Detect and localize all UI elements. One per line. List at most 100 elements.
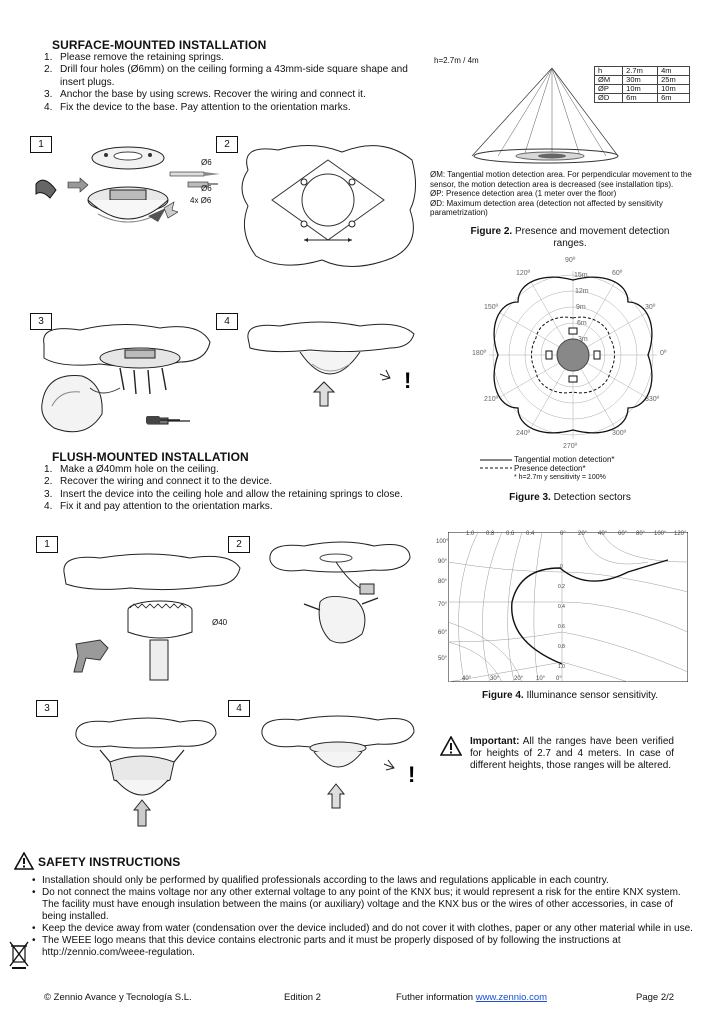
surface-step: 4.Fix the device to the base. Pay attent… bbox=[44, 101, 351, 113]
drill-label-2: Ø6 bbox=[201, 184, 212, 193]
flush-illustration-3 bbox=[75, 717, 217, 827]
warning-icon bbox=[14, 852, 34, 870]
figure3-caption: Figure 3. Detection sectors bbox=[509, 492, 631, 503]
surface-step-box-3: 3 bbox=[30, 313, 52, 330]
fig4-top-20: 20° bbox=[578, 531, 588, 537]
fig4-left-60: 60° bbox=[438, 630, 448, 636]
fig4-center-0.6: 0.6 bbox=[558, 624, 565, 630]
weee-icon bbox=[9, 941, 29, 969]
fig4-left-50: 50° bbox=[438, 656, 448, 662]
fig4-bottom-20: 20° bbox=[514, 676, 524, 682]
flush-illustration-1 bbox=[63, 553, 241, 681]
surface-title: SURFACE-MOUNTED INSTALLATION bbox=[52, 38, 267, 52]
angle-300: 300º bbox=[612, 430, 627, 437]
fig4-top-1.0: 1.0 bbox=[466, 531, 475, 537]
fig4-top-120: 120° bbox=[674, 531, 687, 537]
surface-illustration-4: ! bbox=[247, 321, 415, 407]
angle-210: 210º bbox=[484, 396, 499, 403]
angle-120: 120º bbox=[516, 270, 531, 277]
surface-step: 2.Drill four holes (Ø6mm) on the ceiling… bbox=[44, 64, 408, 88]
illuminance-sensitivity-chart bbox=[448, 532, 688, 682]
figure2-legend: ØM: Tangential motion detection area. Fo… bbox=[430, 170, 692, 218]
svg-text:!: ! bbox=[408, 762, 415, 787]
website-link[interactable]: www.zennio.com bbox=[475, 992, 548, 1003]
legend-presence: Presence detection* bbox=[514, 464, 586, 473]
flush-title: FLUSH-MOUNTED INSTALLATION bbox=[52, 450, 249, 464]
fig4-top-80: 80° bbox=[636, 531, 646, 537]
flush-step-box-2: 2 bbox=[228, 536, 250, 553]
figure4-caption: Figure 4. Illuminance sensor sensitivity… bbox=[481, 690, 658, 701]
drill-bits-illustration bbox=[169, 171, 220, 188]
surface-step-box-1: 1 bbox=[30, 136, 52, 153]
surface-illustration-3 bbox=[41, 323, 211, 433]
fig4-center-0.2: 0.2 bbox=[558, 584, 565, 590]
fig4-top-60: 60° bbox=[618, 531, 628, 537]
angle-30: 30º bbox=[645, 304, 656, 311]
flush-step: 3.Insert the device into the ceiling hol… bbox=[44, 488, 403, 500]
flush-step: 2.Recover the wiring and connect it to t… bbox=[44, 476, 273, 488]
fig4-bottom-30: 30° bbox=[490, 676, 500, 682]
fig4-top-0: 0° bbox=[560, 531, 566, 537]
safety-item: Installation should only be performed by… bbox=[32, 875, 696, 887]
safety-list: Installation should only be performed by… bbox=[32, 875, 696, 959]
ring-6m: 6m bbox=[577, 320, 587, 327]
angle-240: 240º bbox=[516, 430, 531, 437]
screwdriver-icon bbox=[146, 416, 180, 424]
footer-page: Page 2/2 bbox=[636, 992, 675, 1003]
hole-diameter-label: Ø40 bbox=[212, 618, 228, 627]
surface-step: 3.Anchor the base by using screws. Recov… bbox=[44, 89, 366, 101]
angle-0: 0º bbox=[660, 350, 667, 357]
footer-edition: Edition 2 bbox=[284, 992, 321, 1003]
flush-step-box-1: 1 bbox=[36, 536, 58, 553]
fig4-center-0: 0 bbox=[560, 564, 563, 570]
drill-label-1: Ø6 bbox=[201, 158, 212, 167]
fig4-top-40: 40° bbox=[598, 531, 608, 537]
fig4-top-0.4: 0.4 bbox=[526, 531, 535, 537]
ring-15m: 15m bbox=[574, 272, 588, 279]
surface-step: 1.Please remove the retaining springs. bbox=[44, 52, 224, 63]
flush-illustration-2 bbox=[269, 541, 411, 644]
safety-title: SAFETY INSTRUCTIONS bbox=[38, 855, 181, 869]
angle-90: 90º bbox=[565, 257, 576, 264]
fig4-left-70: 70° bbox=[438, 602, 448, 608]
svg-text:!: ! bbox=[404, 368, 411, 393]
surface-illustration-2 bbox=[241, 144, 416, 268]
fig4-left-80: 80° bbox=[438, 579, 448, 585]
fig4-bottom-0: 0° bbox=[556, 676, 562, 682]
drill-label-3: 4x Ø6 bbox=[190, 196, 212, 205]
important-note: Important: All the ranges have been veri… bbox=[470, 736, 674, 771]
angle-60: 60º bbox=[612, 270, 623, 277]
fig4-top-0.6: 0.6 bbox=[506, 531, 515, 537]
flush-step-box-3: 3 bbox=[36, 700, 58, 717]
fig4-center-1.0: 1.0 bbox=[558, 664, 565, 670]
flush-illustration-4: ! bbox=[261, 715, 415, 809]
flush-steps: 1.Make a Ø40mm hole on the ceiling. 2.Re… bbox=[42, 464, 442, 514]
surface-steps: 1.Please remove the retaining springs. 2… bbox=[42, 52, 427, 114]
fig4-center-0.8: 0.8 bbox=[558, 644, 565, 650]
angle-330: 330º bbox=[645, 396, 660, 403]
ring-3m: 3m bbox=[578, 336, 588, 343]
figure2-caption: Figure 2. Presence and movement detectio… bbox=[470, 226, 670, 249]
fig4-bottom-40: 40° bbox=[462, 676, 472, 682]
safety-item: The WEEE logo means that this device con… bbox=[32, 935, 696, 959]
footer-further: Futher information www.zennio.com bbox=[396, 992, 548, 1003]
surface-step-box-2: 2 bbox=[216, 136, 238, 153]
legend-lines bbox=[480, 459, 512, 469]
surface-illustration-1 bbox=[35, 146, 178, 223]
flush-step-box-4: 4 bbox=[228, 700, 250, 717]
fig4-top-100: 100° bbox=[654, 531, 667, 537]
flush-step: 4.Fix it and pay attention to the orient… bbox=[44, 501, 273, 513]
detection-sectors-polar-diagram bbox=[489, 271, 657, 439]
flush-step: 1.Make a Ø40mm hole on the ceiling. bbox=[44, 464, 219, 475]
angle-180: 180º bbox=[472, 350, 487, 357]
ring-9m: 9m bbox=[576, 304, 586, 311]
ring-12m: 12m bbox=[575, 288, 589, 295]
footer-company: © Zennio Avance y Tecnología S.L. bbox=[44, 992, 192, 1003]
fig4-left-90: 90° bbox=[438, 559, 448, 565]
fig4-top-0.8: 0.8 bbox=[486, 531, 495, 537]
fig4-bottom-10: 10° bbox=[536, 676, 546, 682]
angle-270: 270º bbox=[563, 443, 578, 450]
surface-step-box-4: 4 bbox=[216, 313, 238, 330]
legend-motion: Tangential motion detection* bbox=[514, 455, 615, 464]
